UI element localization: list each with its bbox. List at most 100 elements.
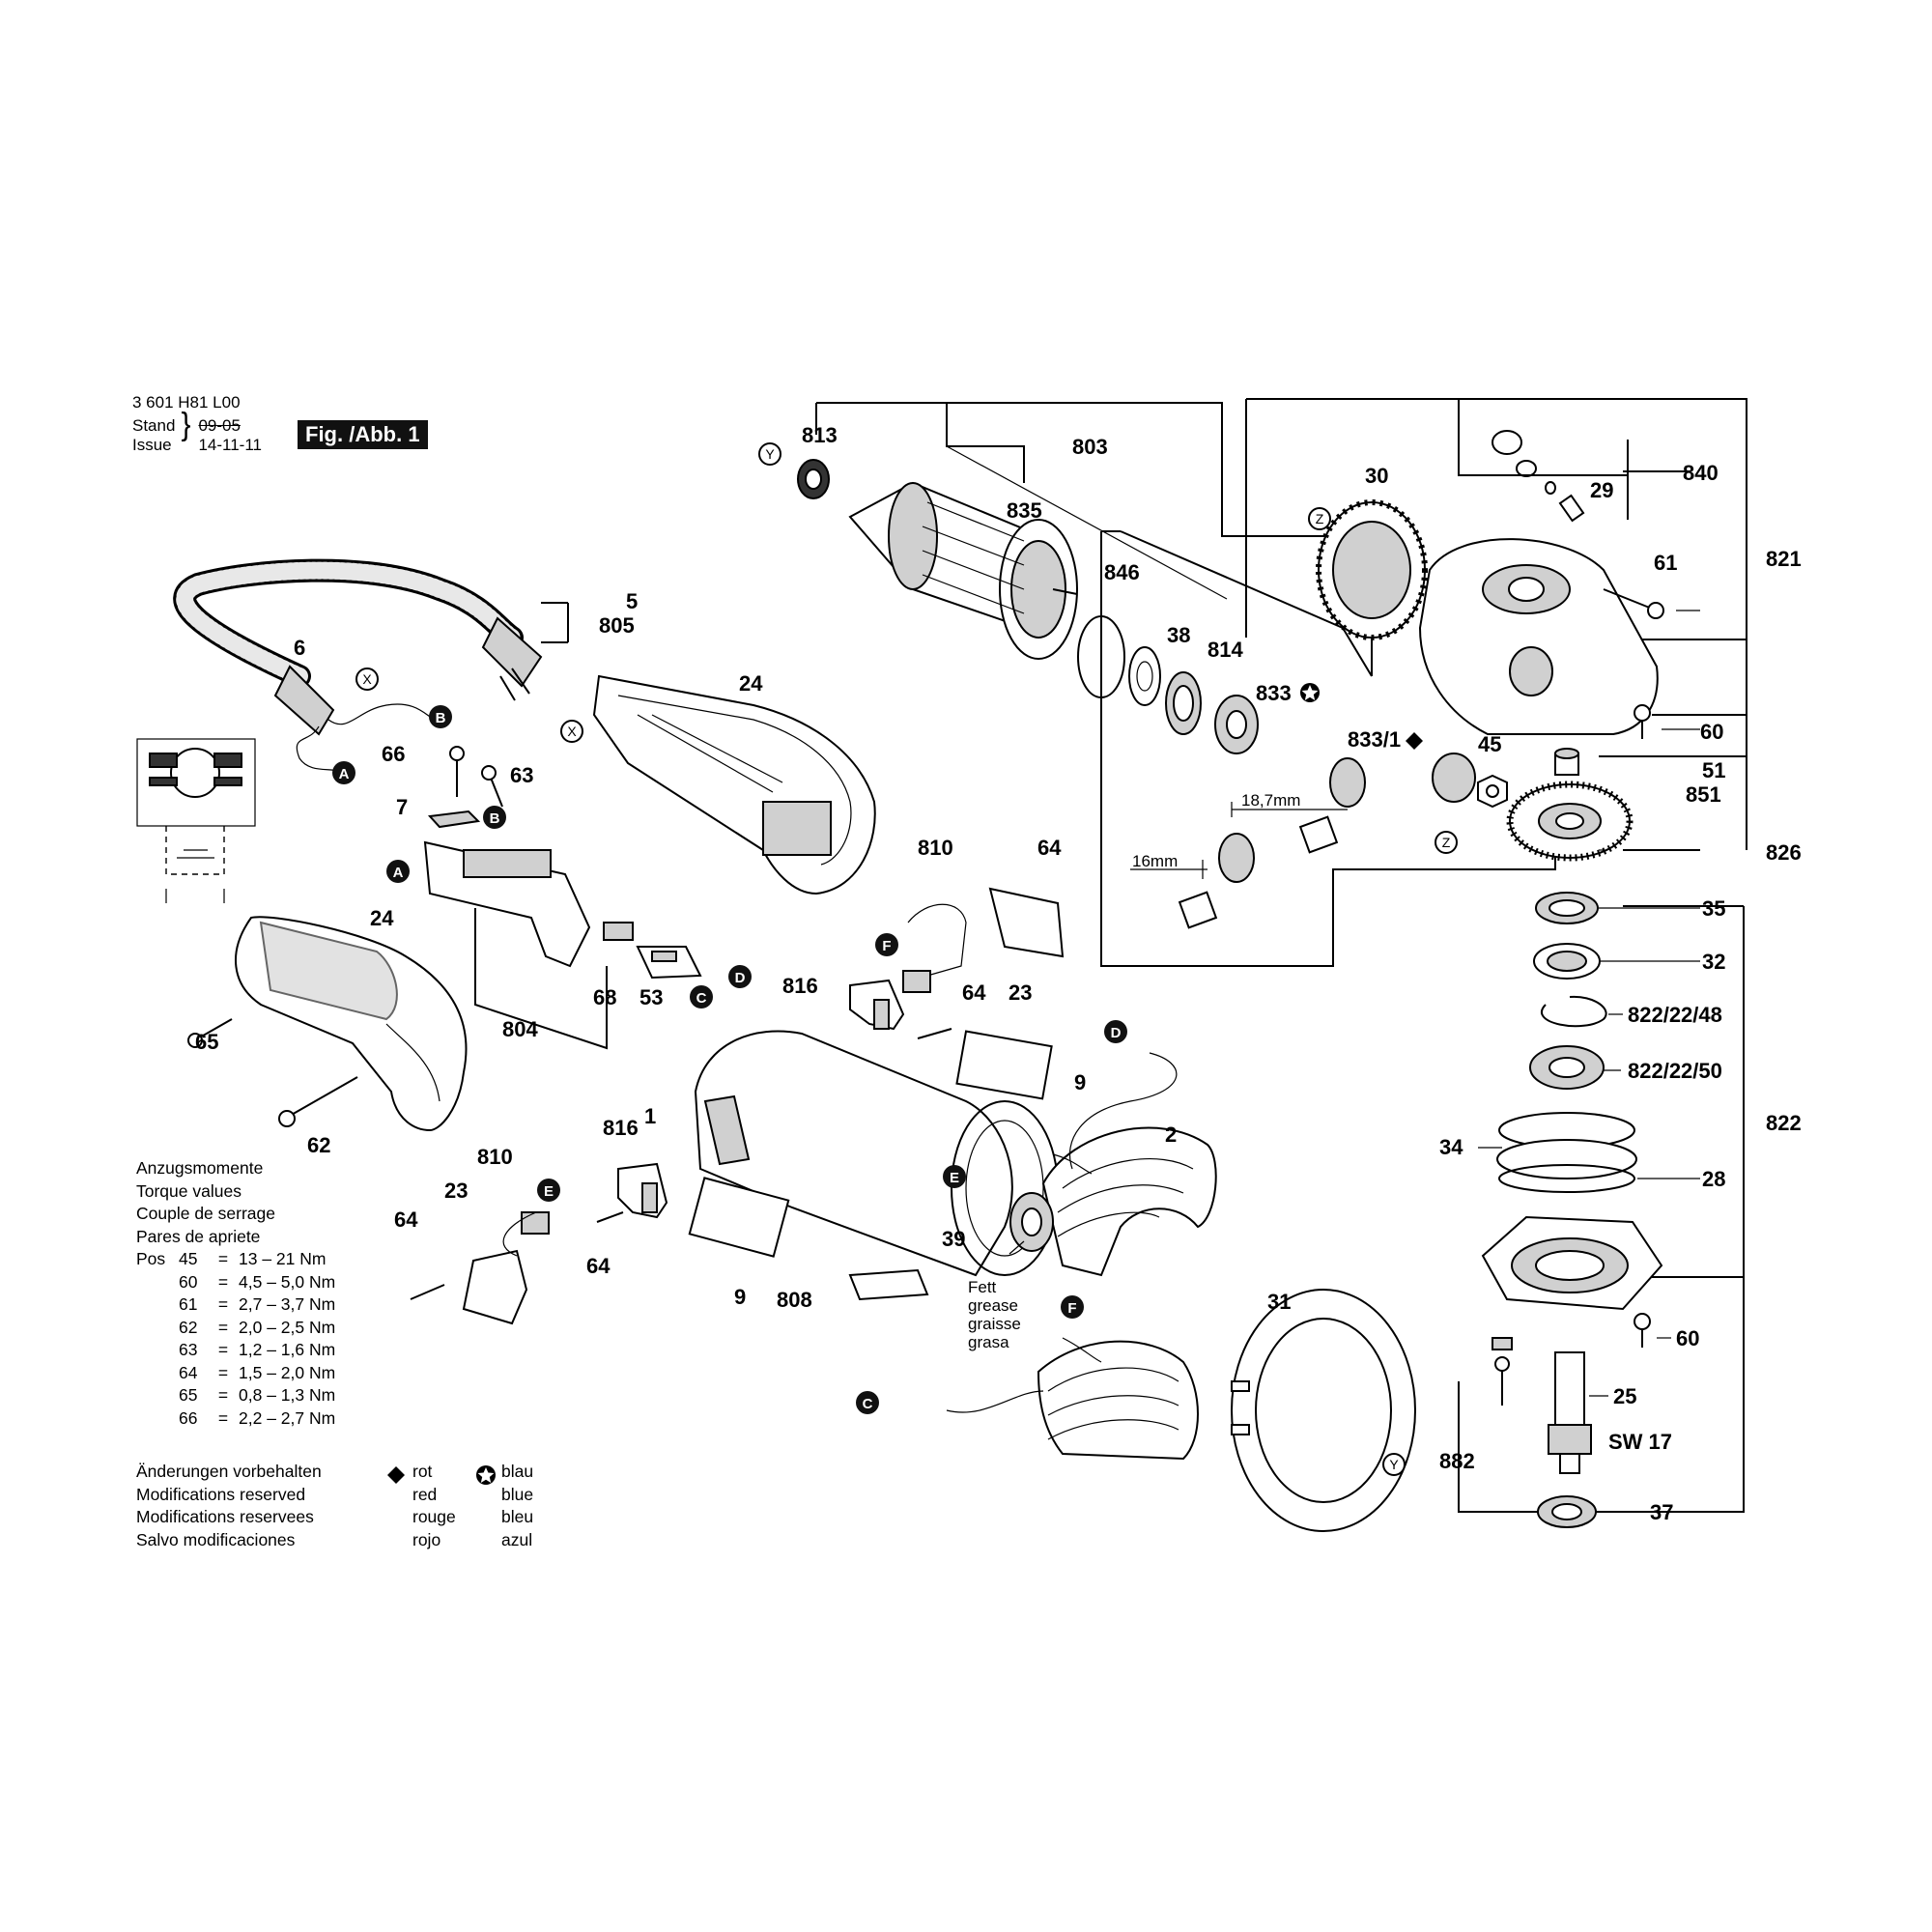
torque-row: 60 = 4,5 – 5,0 Nm: [136, 1271, 335, 1294]
washer-38: [1128, 646, 1161, 706]
torque-row: 62 = 2,0 – 2,5 Nm: [136, 1317, 335, 1340]
callout-X-icon: X: [355, 668, 379, 691]
modifications-de: Änderungen vorbehalten: [136, 1462, 322, 1481]
part-label: 60: [1676, 1326, 1699, 1350]
torque-row: 61 = 2,7 – 3,7 Nm: [136, 1293, 335, 1317]
svg-text:E: E: [544, 1183, 554, 1200]
motor-housing: [688, 1030, 1059, 1301]
modifications-note: Änderungen vorbehalten Modifications res…: [136, 1461, 322, 1551]
torque-value: 2,0 – 2,5 Nm: [239, 1317, 336, 1337]
torque-title-es: Pares de apriete: [136, 1226, 261, 1246]
part-label: 810: [477, 1145, 513, 1169]
svg-text:A: A: [339, 766, 350, 782]
callout-markers: A A B B C C D D E E F F X X Y Y Z Z: [332, 442, 1458, 1476]
red-en: red: [412, 1484, 438, 1504]
spindle-lock-840: [1492, 430, 1585, 523]
part-label: 822/22/50: [1628, 1059, 1722, 1083]
part-label: 38: [1167, 623, 1190, 647]
bearing-35: [1535, 892, 1599, 924]
part-label: 66: [382, 742, 405, 766]
part-label: 882: [1439, 1449, 1475, 1473]
torque-eq: =: [217, 1385, 229, 1405]
brush-holder-upper: [849, 887, 1065, 1039]
torque-row: 63 = 1,2 – 1,6 Nm: [136, 1339, 335, 1362]
part-label: 2: [1165, 1122, 1177, 1147]
torque-pos: 63: [179, 1340, 198, 1359]
part-label: 34: [1439, 1135, 1463, 1159]
part-label: 30: [1365, 464, 1388, 488]
svg-text:F: F: [1067, 1300, 1076, 1317]
torque-eq: =: [217, 1407, 229, 1428]
part-label: 851: [1686, 782, 1721, 807]
svg-text:E: E: [950, 1170, 959, 1186]
diamond-icon: [387, 1466, 405, 1484]
red-es: rojo: [412, 1529, 441, 1549]
bearing-ring-38b: [1165, 671, 1202, 735]
part-label: 813: [802, 423, 838, 447]
bearing-813: [797, 459, 830, 499]
callout-B-icon: B: [429, 705, 452, 728]
part-label: 816: [603, 1116, 639, 1140]
part-label: 835: [1007, 498, 1042, 523]
part-label: 53: [639, 985, 663, 1009]
torque-title-en: Torque values: [136, 1180, 242, 1201]
part-label: 61: [1654, 551, 1677, 575]
torque-value: 1,2 – 1,6 Nm: [239, 1340, 336, 1359]
part-label: 29: [1590, 478, 1613, 502]
torque-row: 65 = 0,8 – 1,3 Nm: [136, 1384, 335, 1407]
svg-text:Z: Z: [1316, 511, 1324, 526]
torque-eq: =: [217, 1294, 229, 1314]
torque-value: 4,5 – 5,0 Nm: [239, 1271, 336, 1292]
bevel-gear-30: [1316, 499, 1428, 640]
part-label: 37: [1650, 1500, 1673, 1524]
blue-fr: bleu: [501, 1507, 534, 1526]
part-label: 65: [195, 1030, 218, 1054]
screws-right: [1492, 588, 1664, 1406]
grease-leader: [1009, 1240, 1025, 1255]
svg-text:X: X: [362, 671, 372, 687]
figure-label: Fig. /Abb. 1: [298, 420, 428, 449]
bearing-37: [1537, 1495, 1597, 1528]
part-label: SW 17: [1608, 1430, 1672, 1454]
callout-D-icon: D: [1104, 1020, 1127, 1043]
torque-title-fr: Couple de serrage: [136, 1204, 275, 1223]
callout-D-icon: D: [728, 965, 752, 988]
field-coil-upper: [1041, 1126, 1217, 1277]
part-label: 7: [396, 795, 408, 819]
torque-title-de: Anzugsmomente: [136, 1158, 264, 1178]
callout-C-icon: C: [856, 1391, 879, 1414]
dimension-label: 16mm: [1132, 852, 1178, 870]
bearing-cover-32: [1533, 943, 1601, 980]
callout-A-icon: A: [386, 860, 410, 883]
grease-label: graisse: [968, 1315, 1021, 1333]
stand-label: Stand: [132, 416, 176, 435]
grease-label: grasa: [968, 1333, 1009, 1351]
part-label: 833: [1256, 681, 1292, 705]
handle-half-lower: [235, 916, 468, 1132]
torque-pos: 62: [179, 1317, 198, 1337]
blue-es: azul: [501, 1529, 533, 1549]
part-label: 68: [593, 985, 616, 1009]
part-label: 24: [370, 906, 394, 930]
connector-leads: [946, 1052, 1178, 1413]
part-label: 60: [1700, 720, 1723, 744]
power-cord: [173, 558, 543, 772]
blue-de: blau: [501, 1462, 534, 1481]
stand-date: 09-05: [198, 416, 241, 435]
blue-en: blue: [501, 1484, 534, 1504]
callout-Y-icon: Y: [758, 442, 781, 466]
part-label: 24: [739, 671, 763, 696]
svg-text:Y: Y: [765, 446, 775, 462]
torque-eq: =: [217, 1249, 229, 1268]
part-label: 803: [1072, 435, 1108, 459]
torque-value: 1,5 – 2,0 Nm: [239, 1362, 336, 1382]
part-label: 35: [1702, 896, 1725, 921]
part-label: 805: [599, 613, 635, 638]
part-label: 846: [1104, 560, 1140, 584]
torque-eq: =: [217, 1317, 229, 1337]
red-legend: rot red rouge rojo: [412, 1461, 456, 1551]
part-label: 32: [1702, 950, 1725, 974]
part-label: 25: [1613, 1384, 1636, 1408]
